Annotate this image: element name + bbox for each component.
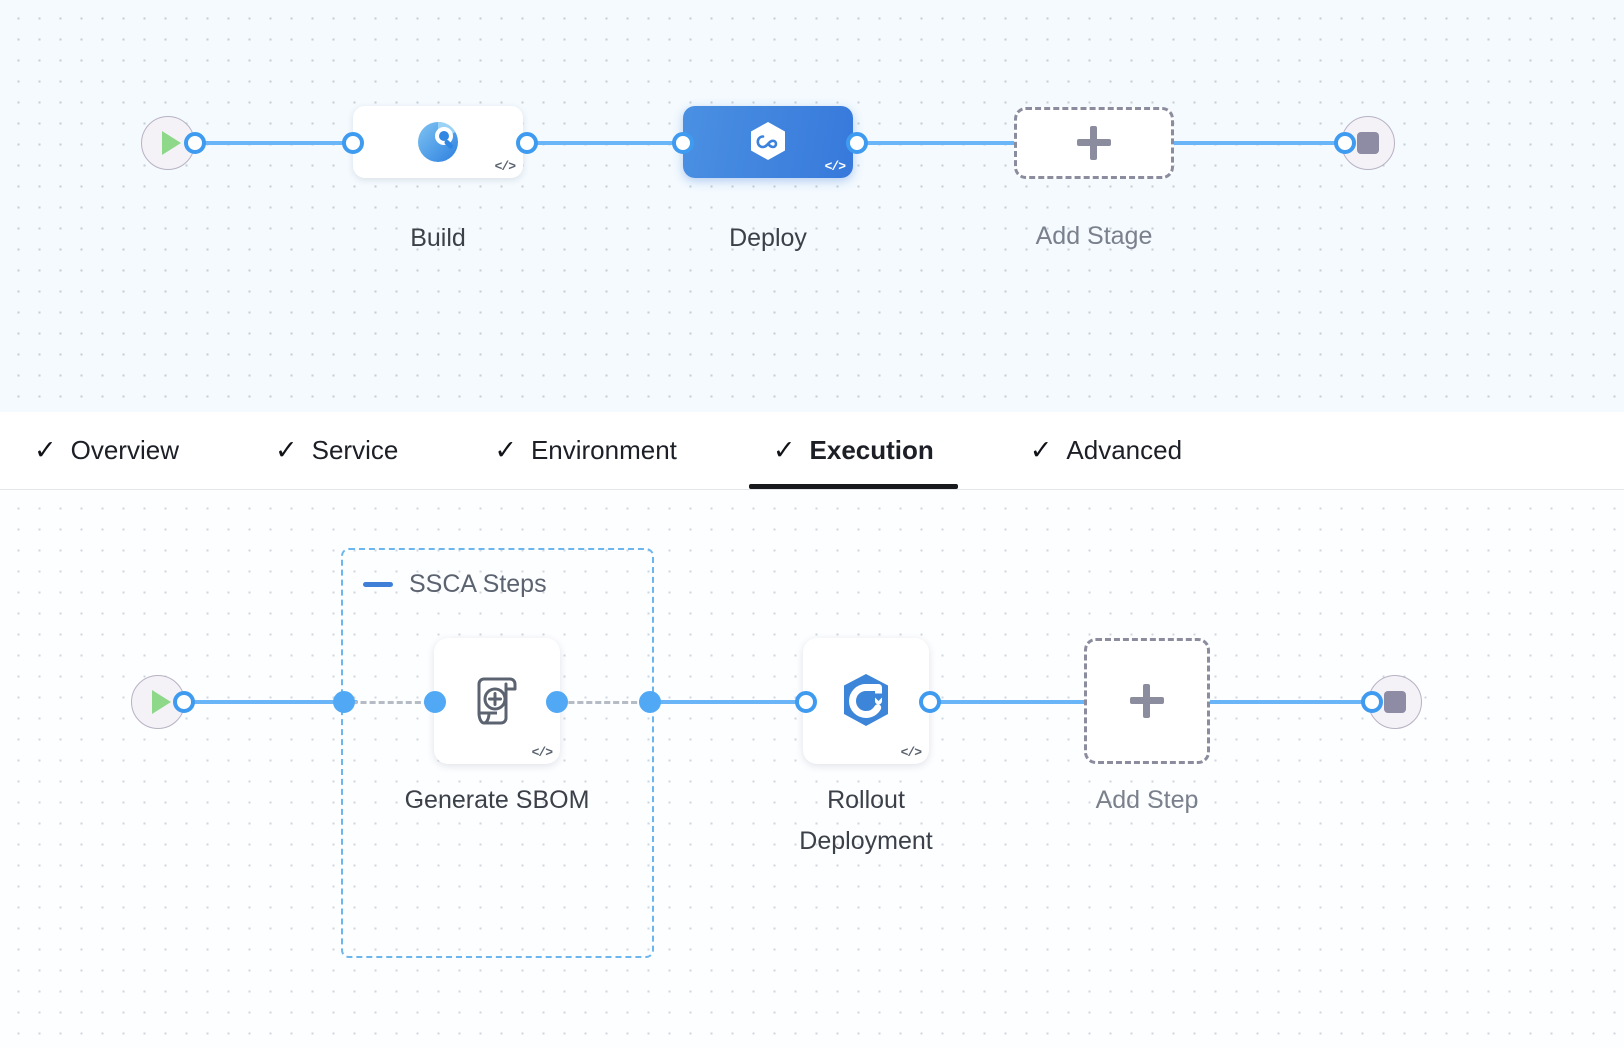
wire-rollout-to-addstep xyxy=(925,700,1110,704)
wire-addstage-to-end xyxy=(1170,141,1370,145)
tab-environment[interactable]: ✓ Environment xyxy=(488,412,683,489)
play-icon xyxy=(151,690,171,714)
step-group-ssca[interactable] xyxy=(341,548,654,958)
wire-deploy-to-addstage xyxy=(840,141,1040,145)
tab-service[interactable]: ✓ Service xyxy=(269,412,404,489)
wire-group-exit-dashed xyxy=(558,701,656,704)
stage-label-deploy: Deploy xyxy=(729,224,807,252)
tab-label: Service xyxy=(311,435,399,465)
wire-group-to-rollout xyxy=(650,700,830,704)
step-group-header[interactable]: SSCA Steps xyxy=(363,570,547,599)
connector-dot-rollout-out[interactable] xyxy=(919,691,941,713)
add-stage-label: Add Stage xyxy=(1035,222,1153,250)
stage-canvas[interactable]: </> Build </> Deploy Add Stage xyxy=(0,0,1624,412)
connector-dot-build-in[interactable] xyxy=(342,132,364,154)
plus-icon xyxy=(1130,684,1164,718)
tab-label: Advanced xyxy=(1066,435,1183,465)
check-icon: ✓ xyxy=(34,435,57,465)
connector-dot-build-out[interactable] xyxy=(516,132,538,154)
code-badge-icon: </> xyxy=(824,159,846,174)
connector-dot-deploy-out[interactable] xyxy=(846,132,868,154)
stop-icon xyxy=(1384,691,1406,713)
wire-start-to-build xyxy=(190,141,370,145)
connector-dot-rollout-in[interactable] xyxy=(795,691,817,713)
add-step-label: Add Step xyxy=(1095,786,1199,814)
wire-start-to-group xyxy=(178,700,358,704)
plus-icon xyxy=(1077,126,1111,160)
cd-deploy-icon xyxy=(751,122,785,160)
stop-icon xyxy=(1357,132,1379,154)
wire-addstep-to-end xyxy=(1205,700,1380,704)
connector-dot-step-start-out[interactable] xyxy=(173,691,195,713)
step-label-generate-sbom: Generate SBOM xyxy=(404,786,590,814)
code-badge-icon: </> xyxy=(494,159,516,174)
check-icon: ✓ xyxy=(1029,435,1053,465)
connector-dot-sbom-in[interactable] xyxy=(424,691,446,713)
stage-config-tabs[interactable]: ✓ Overview ✓ Service ✓ Environment ✓ Exe… xyxy=(0,412,1624,490)
step-end-node[interactable] xyxy=(1368,675,1422,729)
wire-group-entry-dashed xyxy=(350,701,440,704)
code-badge-icon: </> xyxy=(900,745,922,760)
tab-label: Execution xyxy=(809,435,934,465)
stage-node-build[interactable]: </> xyxy=(353,106,523,178)
k8s-rollout-icon xyxy=(844,674,888,726)
connector-dot-start-out[interactable] xyxy=(184,132,206,154)
step-label-rollout-deployment: Rollout Deployment xyxy=(799,786,933,855)
tab-overview[interactable]: ✓ Overview xyxy=(28,412,185,489)
ci-build-icon xyxy=(418,122,458,162)
play-icon xyxy=(161,131,181,155)
connector-dot-group-out[interactable] xyxy=(639,691,661,713)
step-group-title: SSCA Steps xyxy=(409,570,547,598)
wire-build-to-deploy xyxy=(510,141,705,145)
connector-dot-step-end-in[interactable] xyxy=(1361,691,1383,713)
tab-label: Overview xyxy=(70,435,179,465)
add-step-button[interactable] xyxy=(1084,638,1210,764)
connector-dot-sbom-out[interactable] xyxy=(546,691,568,713)
check-icon: ✓ xyxy=(772,435,796,465)
stage-label-build: Build xyxy=(410,224,466,252)
connector-dot-deploy-in[interactable] xyxy=(672,132,694,154)
stage-node-deploy[interactable]: </> xyxy=(683,106,853,178)
tab-execution[interactable]: ✓ Execution xyxy=(748,412,958,489)
connector-dot-group-in[interactable] xyxy=(333,691,355,713)
add-stage-button[interactable] xyxy=(1014,107,1174,179)
check-icon: ✓ xyxy=(494,435,517,465)
step-node-rollout-deployment[interactable]: </> xyxy=(803,638,929,764)
code-badge-icon: </> xyxy=(531,745,553,760)
connector-dot-end-in[interactable] xyxy=(1334,132,1356,154)
tab-label: Environment xyxy=(530,435,677,465)
step-node-generate-sbom[interactable]: </> xyxy=(434,638,560,764)
sbom-scroll-icon xyxy=(477,677,517,725)
step-canvas[interactable]: SSCA Steps </> Generate SBOM xyxy=(0,490,1624,1048)
check-icon: ✓ xyxy=(274,435,298,465)
minus-icon[interactable] xyxy=(363,582,393,587)
tab-advanced[interactable]: ✓ Advanced xyxy=(1024,412,1188,489)
